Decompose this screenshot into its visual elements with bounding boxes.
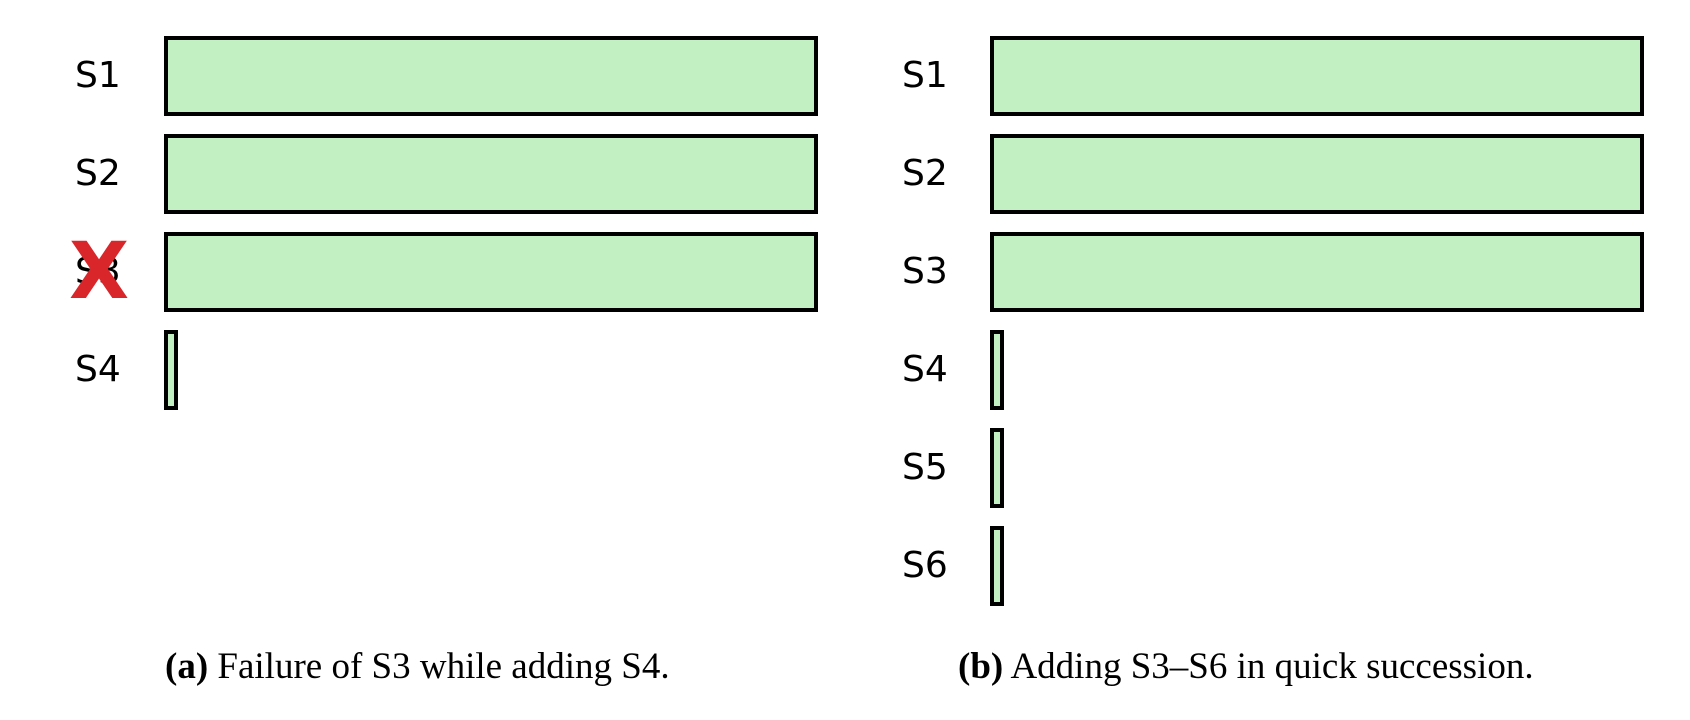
progress-bar-b-s2 xyxy=(990,134,1644,214)
progress-bar-b-s6 xyxy=(990,526,1004,606)
caption-a-text: Failure of S3 while adding S4. xyxy=(208,646,670,687)
row-label-b-s6: S6 xyxy=(902,545,948,586)
progress-bar-b-s3 xyxy=(990,232,1644,312)
row-label-b-s4: S4 xyxy=(902,349,948,390)
progress-bar-a-s4 xyxy=(164,330,178,410)
row-label-a-s4: S4 xyxy=(75,349,121,390)
row-label-b-s2: S2 xyxy=(902,153,948,194)
caption-a-tag: (a) xyxy=(165,646,209,687)
red-x-icon: X xyxy=(69,227,130,317)
progress-bar-b-s1 xyxy=(990,36,1644,116)
caption-b-tag: (b) xyxy=(958,646,1004,687)
row-label-b-s5: S5 xyxy=(902,447,948,488)
progress-bar-b-s5 xyxy=(990,428,1004,508)
progress-bar-a-s1 xyxy=(164,36,818,116)
progress-bar-a-s2 xyxy=(164,134,818,214)
row-label-b-s3: S3 xyxy=(902,251,948,292)
progress-bar-a-s3 xyxy=(164,232,818,312)
caption-b-text: Adding S3–S6 in quick succession. xyxy=(1003,646,1534,687)
caption-b: (b) Adding S3–S6 in quick succession. xyxy=(958,645,1534,688)
row-label-a-s2: S2 xyxy=(75,153,121,194)
progress-bar-b-s4 xyxy=(990,330,1004,410)
row-label-a-s3: S3 xyxy=(75,251,121,292)
row-label-a-s1: S1 xyxy=(75,55,121,96)
row-label-b-s1: S1 xyxy=(902,55,948,96)
caption-a: (a) Failure of S3 while adding S4. xyxy=(165,645,670,688)
